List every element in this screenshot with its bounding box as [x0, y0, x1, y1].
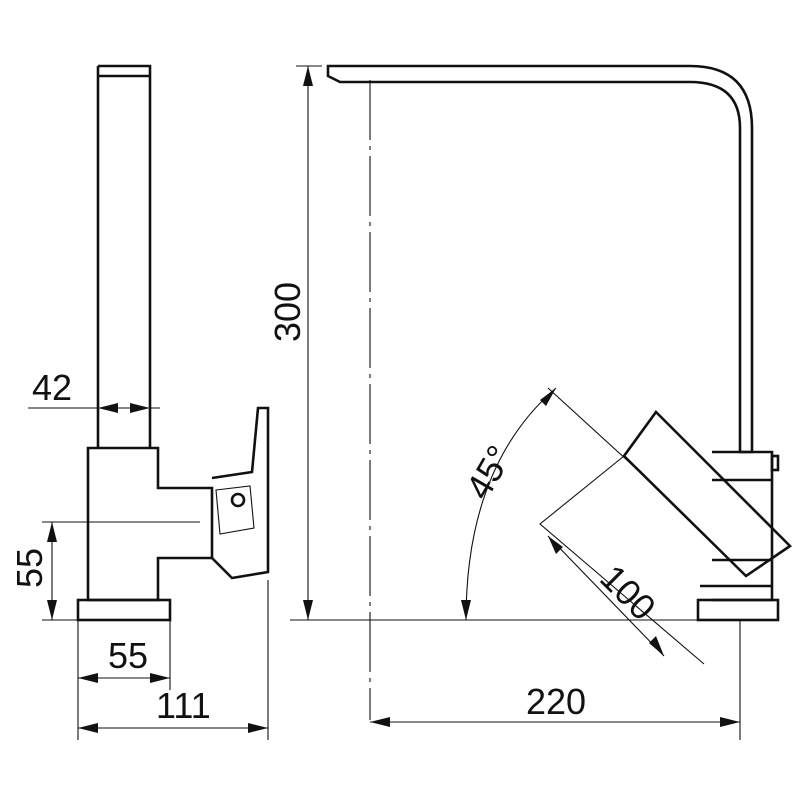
side-lever-pivot: [230, 492, 246, 508]
dim-55h-arrow-right: [150, 673, 170, 683]
dim-111-arrow-left: [78, 723, 98, 733]
dim-42-label: 42: [32, 367, 72, 408]
dim-300-arrow-bottom: [303, 600, 313, 620]
side-lever-plate: [211, 406, 270, 580]
front-body: [712, 450, 774, 602]
dim-45-ext: [547, 387, 641, 473]
dim-220-arrow-right: [720, 717, 740, 727]
dim-300-arrow-top: [303, 66, 313, 86]
side-view: [42, 64, 270, 622]
front-view: [290, 64, 793, 720]
dim-111-arrow-right: [248, 723, 268, 733]
dim-100-arrow-top: [548, 536, 563, 554]
front-base: [696, 598, 780, 622]
dim-100-label: 100: [592, 557, 663, 628]
side-spout-column: [96, 64, 152, 448]
side-body: [86, 446, 214, 602]
front-body-tab: [770, 454, 780, 472]
side-lever-inner: [215, 485, 255, 535]
dim-100-arrow-bottom: [649, 636, 664, 656]
dim-55v-arrow-bottom: [47, 600, 57, 620]
front-lever-ghost: [539, 455, 705, 665]
dim-42-arrow-left: [98, 403, 118, 413]
dim-55v-arrow-top: [47, 522, 57, 542]
front-lever: [622, 410, 793, 578]
front-dimensions: 300 220 45° 100: [267, 65, 741, 740]
dim-45-label: 45°: [457, 438, 520, 506]
front-spout: [326, 64, 754, 454]
side-dimensions: 42 55 55 111: [9, 367, 269, 740]
dim-42-arrow-right: [130, 403, 150, 413]
dim-55h-label: 55: [108, 635, 148, 676]
dim-45-arrow-bottom: [461, 600, 471, 620]
dim-55h-arrow-left: [78, 673, 98, 683]
dim-300-label: 300: [267, 282, 308, 342]
dim-55v-label: 55: [9, 548, 50, 588]
dim-45-arrow-top: [540, 388, 556, 406]
dim-45-arc: [465, 387, 557, 621]
dim-100-line: [547, 535, 665, 657]
dim-220-arrow-left: [370, 717, 390, 727]
dim-220-label: 220: [526, 681, 586, 722]
dim-111-label: 111: [156, 685, 211, 726]
side-base: [76, 598, 172, 622]
